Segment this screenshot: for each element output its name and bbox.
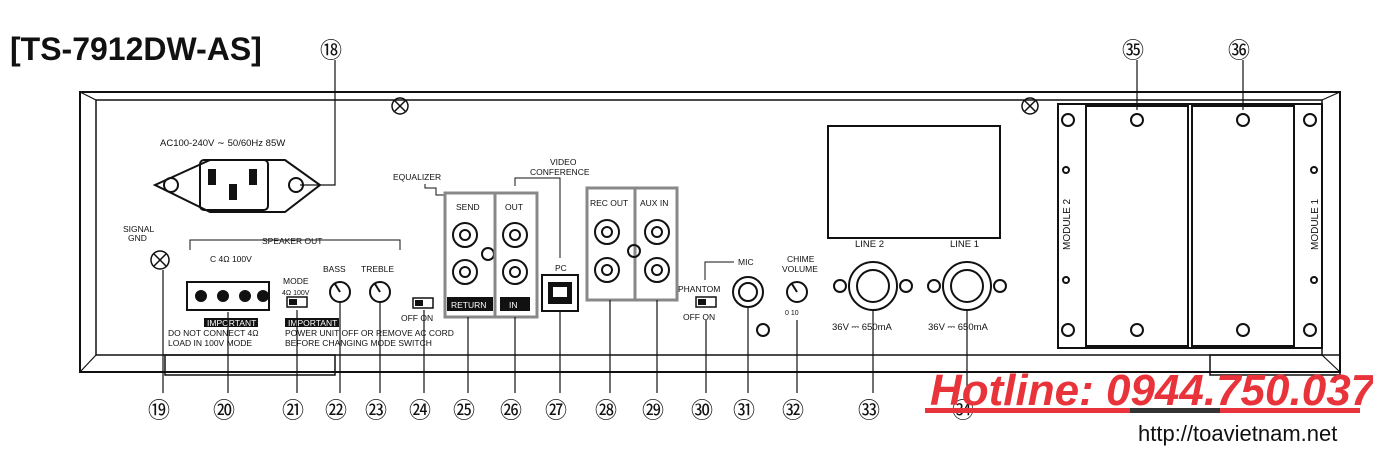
equalizer-label: EQUALIZER bbox=[393, 172, 441, 182]
watermark-bar-red bbox=[925, 408, 1130, 413]
callout-31: ㉛ bbox=[733, 398, 755, 423]
callout-35: ㉟ bbox=[1122, 38, 1144, 63]
callout-23: ㉓ bbox=[365, 398, 387, 423]
callout-numbers: ⑱ ㉟ ㊱ ⑲ ⑳ ㉑ ㉒ ㉓ ㉔ ㉕ ㉖ ㉗ ㉘ ㉙ ㉚ ㉛ ㉜ ㉝ ㉞ bbox=[148, 38, 1250, 423]
phantom-switch-labels: OFF ON bbox=[683, 312, 715, 322]
aux-in-label: AUX IN bbox=[640, 198, 668, 208]
out-label: OUT bbox=[505, 202, 523, 212]
speaker-out-label: SPEAKER OUT bbox=[262, 236, 322, 246]
important-badge-2 bbox=[285, 318, 339, 327]
usb-port-icon bbox=[541, 274, 579, 312]
callout-28: ㉘ bbox=[595, 398, 617, 423]
phantom-switch bbox=[695, 296, 717, 308]
video-conference-label: VIDEO CONFERENCE bbox=[530, 157, 590, 177]
treble-label: TREBLE bbox=[361, 264, 394, 274]
line2-rating: 36V ⎓ 650mA bbox=[832, 322, 893, 333]
watermark-bar-red-2 bbox=[1220, 408, 1360, 413]
chime-volume-knob bbox=[786, 281, 808, 303]
warning-2-line2: BEFORE CHANGING MODE SWITCH bbox=[285, 338, 432, 348]
important-text-1: IMPORTANT bbox=[207, 318, 256, 328]
url-watermark: http://toavietnam.net bbox=[1138, 421, 1337, 446]
pc-label: PC bbox=[555, 263, 567, 273]
important-text-2: IMPORTANT bbox=[288, 318, 337, 328]
warning-1-line2: LOAD IN 100V MODE bbox=[168, 338, 252, 348]
send-label: SEND bbox=[456, 202, 480, 212]
rj45-connector-icon bbox=[927, 261, 1007, 311]
line1-label: LINE 1 bbox=[950, 239, 979, 250]
callout-20: ⑳ bbox=[213, 398, 235, 423]
display-window bbox=[827, 125, 1001, 239]
warning-1-line1: DO NOT CONNECT 4Ω bbox=[168, 328, 259, 338]
callout-25: ㉕ bbox=[453, 398, 475, 423]
callout-21: ㉑ bbox=[282, 398, 304, 423]
callout-30: ㉚ bbox=[691, 398, 713, 423]
model-title: [TS-7912DW-AS] bbox=[10, 31, 262, 67]
ac-rating: AC100-240V ∼ 50/60Hz 85W bbox=[160, 138, 285, 149]
mode-label: MODE bbox=[283, 276, 309, 286]
speaker-terminal-labels: C 4Ω 100V bbox=[210, 254, 252, 264]
aux-in-group bbox=[633, 186, 679, 302]
rj45-connector-icon bbox=[833, 261, 913, 311]
video-conf-group bbox=[493, 191, 539, 319]
callout-26: ㉖ bbox=[500, 398, 522, 423]
rca-jack-icon bbox=[594, 219, 620, 283]
callout-leaders bbox=[162, 60, 1244, 393]
rca-jack-icon bbox=[627, 219, 670, 283]
treble-knob bbox=[369, 281, 391, 303]
speaker-terminal-block bbox=[186, 281, 270, 311]
chime-label-2: VOLUME bbox=[782, 264, 818, 274]
ac-inlet bbox=[152, 159, 322, 213]
callout-24: ㉔ bbox=[409, 398, 431, 423]
in-text: IN bbox=[509, 300, 518, 310]
ground-terminal-icon bbox=[150, 250, 170, 270]
module2-label: MODULE 2 bbox=[1062, 198, 1073, 250]
in-badge bbox=[500, 297, 530, 311]
eq-switch-labels: OFF ON bbox=[401, 313, 433, 323]
callout-29: ㉙ bbox=[642, 398, 664, 423]
callout-19: ⑲ bbox=[148, 398, 170, 423]
callout-22: ㉒ bbox=[325, 398, 347, 423]
chime-scale: 0 10 bbox=[785, 310, 799, 317]
rec-out-label: REC OUT bbox=[590, 198, 628, 208]
bass-knob bbox=[329, 281, 351, 303]
return-text: RETURN bbox=[451, 300, 486, 310]
callout-36: ㊱ bbox=[1228, 38, 1250, 63]
chassis bbox=[79, 91, 1341, 376]
module-slots bbox=[1057, 103, 1323, 349]
mic-jack-icon bbox=[732, 276, 770, 337]
hotline-watermark: Hotline: 0944.750.037 bbox=[930, 366, 1373, 415]
module1-label: MODULE 1 bbox=[1310, 198, 1321, 250]
callout-27: ㉗ bbox=[545, 398, 567, 423]
line2-label: LINE 2 bbox=[855, 239, 884, 250]
return-badge bbox=[447, 297, 493, 311]
callout-18: ⑱ bbox=[320, 38, 342, 63]
mic-label: MIC bbox=[738, 257, 754, 267]
mode-options: 4Ω 100V bbox=[282, 290, 310, 297]
watermark-bar-dark bbox=[1130, 408, 1220, 413]
mode-switch bbox=[286, 296, 308, 308]
rca-jack-icon bbox=[502, 222, 528, 285]
callout-32: ㉜ bbox=[782, 398, 804, 423]
equalizer-switch bbox=[412, 297, 434, 309]
important-badge-1 bbox=[204, 318, 258, 327]
chime-label-1: CHIME bbox=[787, 254, 815, 264]
screw-icon bbox=[391, 97, 1039, 115]
phantom-label: PHANTOM bbox=[678, 284, 720, 294]
warning-2-line1: POWER UNIT OFF OR REMOVE AC CORD bbox=[285, 328, 454, 338]
rca-jack-icon bbox=[452, 222, 495, 285]
bass-label: BASS bbox=[323, 264, 346, 274]
callout-33: ㉝ bbox=[858, 398, 880, 423]
line1-rating: 36V ⎓ 650mA bbox=[928, 322, 989, 333]
